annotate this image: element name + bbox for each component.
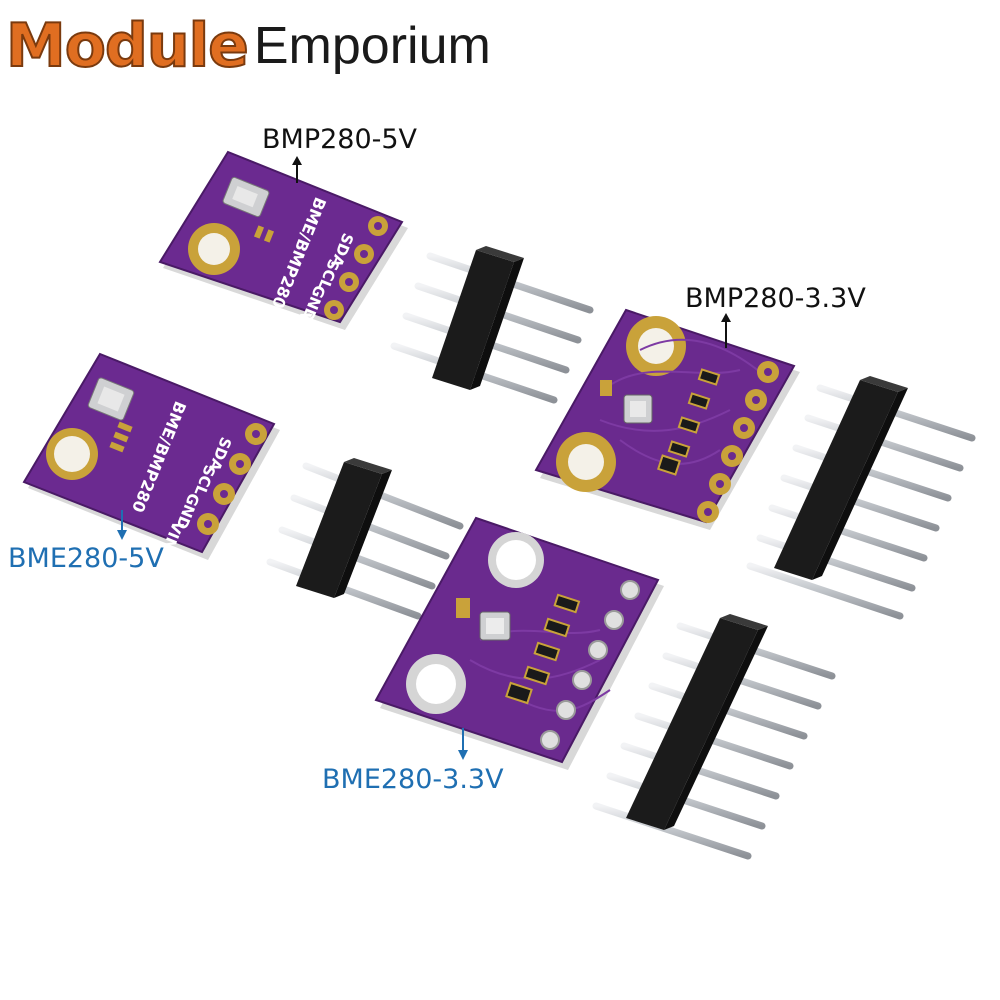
pin-header-3	[266, 458, 464, 620]
pin-header-4	[592, 614, 836, 860]
label-bme280-3v3: BME280-3.3V	[322, 764, 504, 795]
pin-pads	[540, 580, 640, 750]
board-bme280-3v3	[374, 516, 664, 770]
pin-header-1	[390, 246, 594, 404]
board-bme280-5v: SDA SCL GND VIN BME/BMP280	[22, 352, 280, 560]
pin-header-2	[746, 376, 976, 620]
silk-vin: VIN	[287, 309, 315, 343]
label-bmp280-5v: BMP280-5V	[262, 124, 418, 155]
label-bmp280-3v3: BMP280-3.3V	[685, 283, 866, 314]
board-bmp280-5v: SDA SCL GND VIN BME/BMP280	[158, 150, 408, 343]
brand-logo: Module Emporium	[5, 6, 491, 86]
board-bmp280-3v3	[534, 308, 800, 530]
pin-pads	[197, 423, 267, 535]
label-bme280-5v: BME280-5V	[8, 543, 164, 574]
logo-module-text: Module	[5, 10, 250, 82]
logo-emporium-text: Emporium	[253, 17, 491, 75]
